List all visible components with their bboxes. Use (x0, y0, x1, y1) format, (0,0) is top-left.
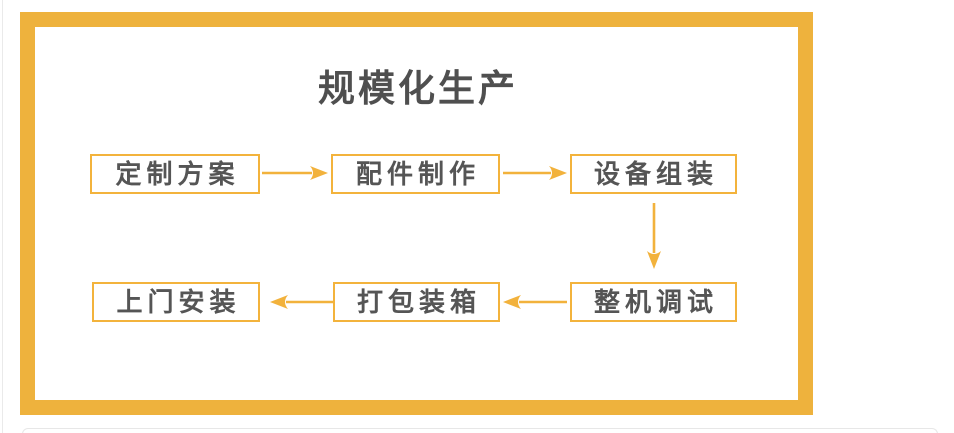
flow-step-onsite-installation: 上门安装 (92, 282, 260, 322)
next-section-top-edge (22, 428, 938, 433)
flow-step-machine-debugging: 整机调试 (570, 282, 737, 322)
flow-step-equipment-assembly: 设备组装 (570, 154, 737, 194)
flow-step-packing: 打包装箱 (333, 282, 500, 322)
diagram-title: 规模化生产 (318, 68, 518, 109)
diagram-frame (20, 12, 813, 415)
page-left-hairline (2, 0, 3, 433)
flow-step-parts-production: 配件制作 (331, 154, 500, 194)
flow-step-custom-plan: 定制方案 (90, 154, 260, 194)
